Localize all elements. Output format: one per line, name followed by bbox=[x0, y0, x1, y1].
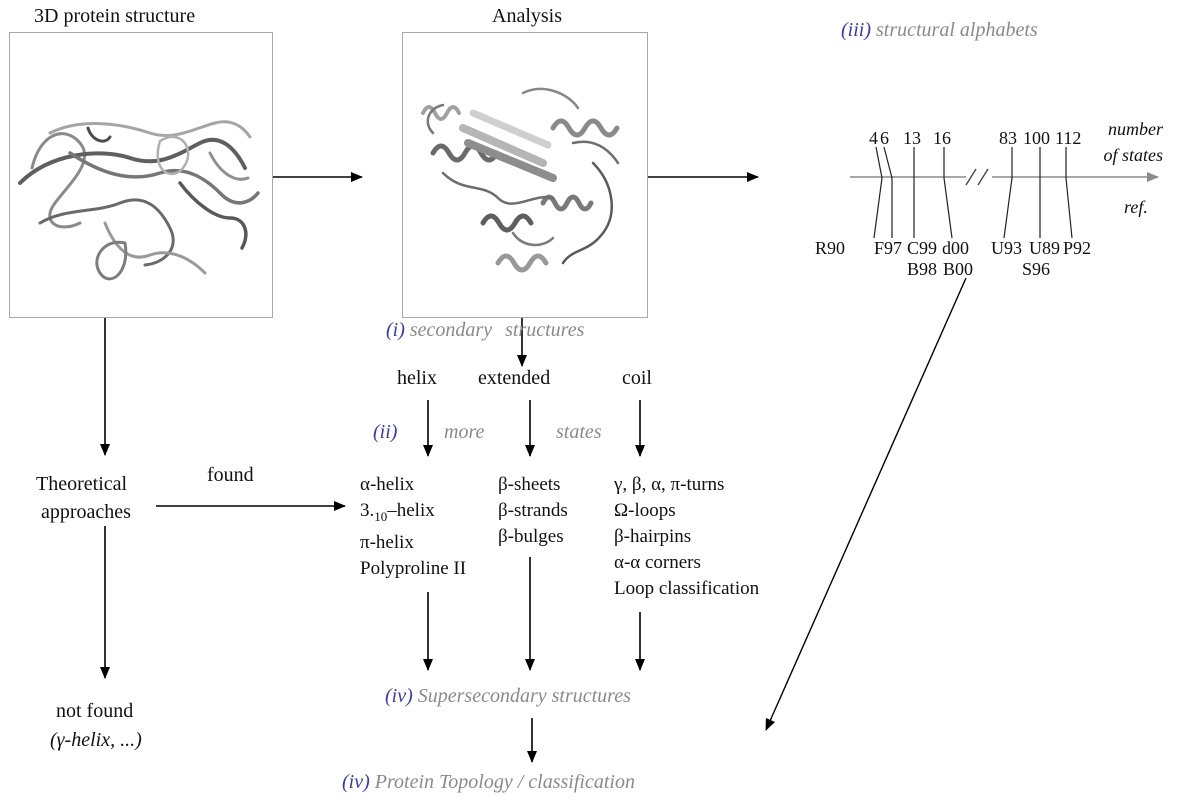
axis-number-6: 6 bbox=[880, 128, 889, 148]
cartoon-illustration bbox=[421, 87, 620, 273]
axis-break-mark-1 bbox=[965, 168, 977, 186]
heading-text-2: structures bbox=[505, 319, 585, 341]
ref-u93: U93 bbox=[991, 238, 1022, 258]
list-item: β-hairpins bbox=[614, 526, 692, 547]
list-item: α-α corners bbox=[614, 552, 701, 573]
coil-list: γ, β, α, π-turns Ω-loops β-hairpins α-α … bbox=[614, 472, 759, 602]
ref-s96: S96 bbox=[1022, 259, 1051, 279]
states-axis bbox=[850, 146, 1159, 239]
helix-list: α-helix 3.10–helix π-helix Polyproline I… bbox=[360, 472, 466, 582]
of-states-label: of states bbox=[1103, 145, 1163, 165]
protein-structure-image bbox=[9, 32, 273, 318]
axis-number-13: 13 bbox=[903, 128, 921, 148]
trace-ribbon-illustration bbox=[18, 120, 260, 281]
ref-b98: B98 bbox=[907, 259, 938, 279]
theory-line-1: Theoretical bbox=[36, 473, 128, 495]
ref-label: ref. bbox=[1124, 197, 1148, 217]
heading-text: structural alphabets bbox=[876, 19, 1038, 41]
connector-112 bbox=[1065, 147, 1073, 239]
connector-6 bbox=[883, 146, 893, 238]
list-item: β-sheets bbox=[498, 474, 561, 495]
arrow-alphabets-to-topology bbox=[765, 277, 967, 731]
axis-number-16: 16 bbox=[933, 128, 951, 148]
roman-numeral: (i) bbox=[386, 319, 405, 341]
axis-number-112: 112 bbox=[1055, 128, 1082, 148]
ref-f97: F97 bbox=[874, 238, 903, 258]
theory-line-2: approaches bbox=[41, 501, 131, 523]
analysis-structure-image bbox=[402, 32, 648, 318]
roman-numeral: (iv) bbox=[342, 771, 370, 793]
states-label: states bbox=[556, 421, 602, 443]
connector-16 bbox=[943, 147, 953, 239]
number-label: number bbox=[1108, 119, 1163, 139]
class-coil: coil bbox=[622, 367, 652, 389]
structure-header: 3D protein structure bbox=[34, 5, 196, 27]
connector-83 bbox=[1003, 147, 1013, 239]
connector-4 bbox=[873, 146, 883, 239]
ref-b00: B00 bbox=[943, 259, 974, 279]
heading-text-1: secondary bbox=[409, 319, 493, 341]
axis-number-4: 4 bbox=[869, 128, 878, 148]
ref-p92: P92 bbox=[1063, 238, 1092, 258]
axis-number-100: 100 bbox=[1023, 128, 1050, 148]
not-found-example: (γ-helix, ...) bbox=[50, 729, 142, 751]
ref-c99: C99 bbox=[907, 238, 938, 258]
extended-list: β-sheets β-strands β-bulges bbox=[498, 472, 568, 550]
axis-number-83: 83 bbox=[999, 128, 1017, 148]
list-item: Polyproline II bbox=[360, 557, 467, 579]
list-item: β-bulges bbox=[498, 526, 564, 547]
structural-alphabets-heading: (iii) structural alphabets bbox=[841, 18, 1038, 42]
roman-numeral: (iii) bbox=[841, 19, 871, 41]
analysis-header: Analysis bbox=[492, 5, 562, 27]
heading-text: Protein Topology / classification bbox=[374, 771, 635, 793]
supersecondary-heading: (iv) Supersecondary structures bbox=[385, 684, 631, 708]
list-item: Ω-loops bbox=[614, 500, 676, 521]
roman-numeral-ii: (ii) bbox=[373, 421, 398, 443]
class-extended: extended bbox=[478, 367, 551, 389]
found-label: found bbox=[207, 464, 254, 486]
list-item-3-10-helix: 3.10–helix bbox=[360, 500, 435, 524]
class-helix: helix bbox=[397, 367, 437, 389]
list-item: Loop classification bbox=[614, 578, 760, 599]
number-of-states-label: number of states bbox=[1103, 116, 1163, 168]
secondary-structures-heading: (i) secondary structures bbox=[386, 318, 584, 342]
ref-r90: R90 bbox=[815, 238, 846, 258]
list-item: β-strands bbox=[498, 500, 568, 521]
topology-heading: (iv) Protein Topology / classification bbox=[342, 770, 635, 794]
list-item: γ, β, α, π-turns bbox=[614, 474, 725, 495]
ref-d00: d00 bbox=[942, 238, 969, 258]
roman-numeral: (iv) bbox=[385, 685, 413, 707]
not-found-label: not found bbox=[56, 700, 134, 722]
list-item: α-helix bbox=[360, 474, 415, 495]
axis-break-mark-2 bbox=[977, 168, 989, 186]
ref-u89: U89 bbox=[1029, 238, 1060, 258]
list-item: π-helix bbox=[360, 531, 414, 553]
more-label: more bbox=[444, 421, 485, 443]
heading-text: Supersecondary structures bbox=[417, 685, 631, 707]
